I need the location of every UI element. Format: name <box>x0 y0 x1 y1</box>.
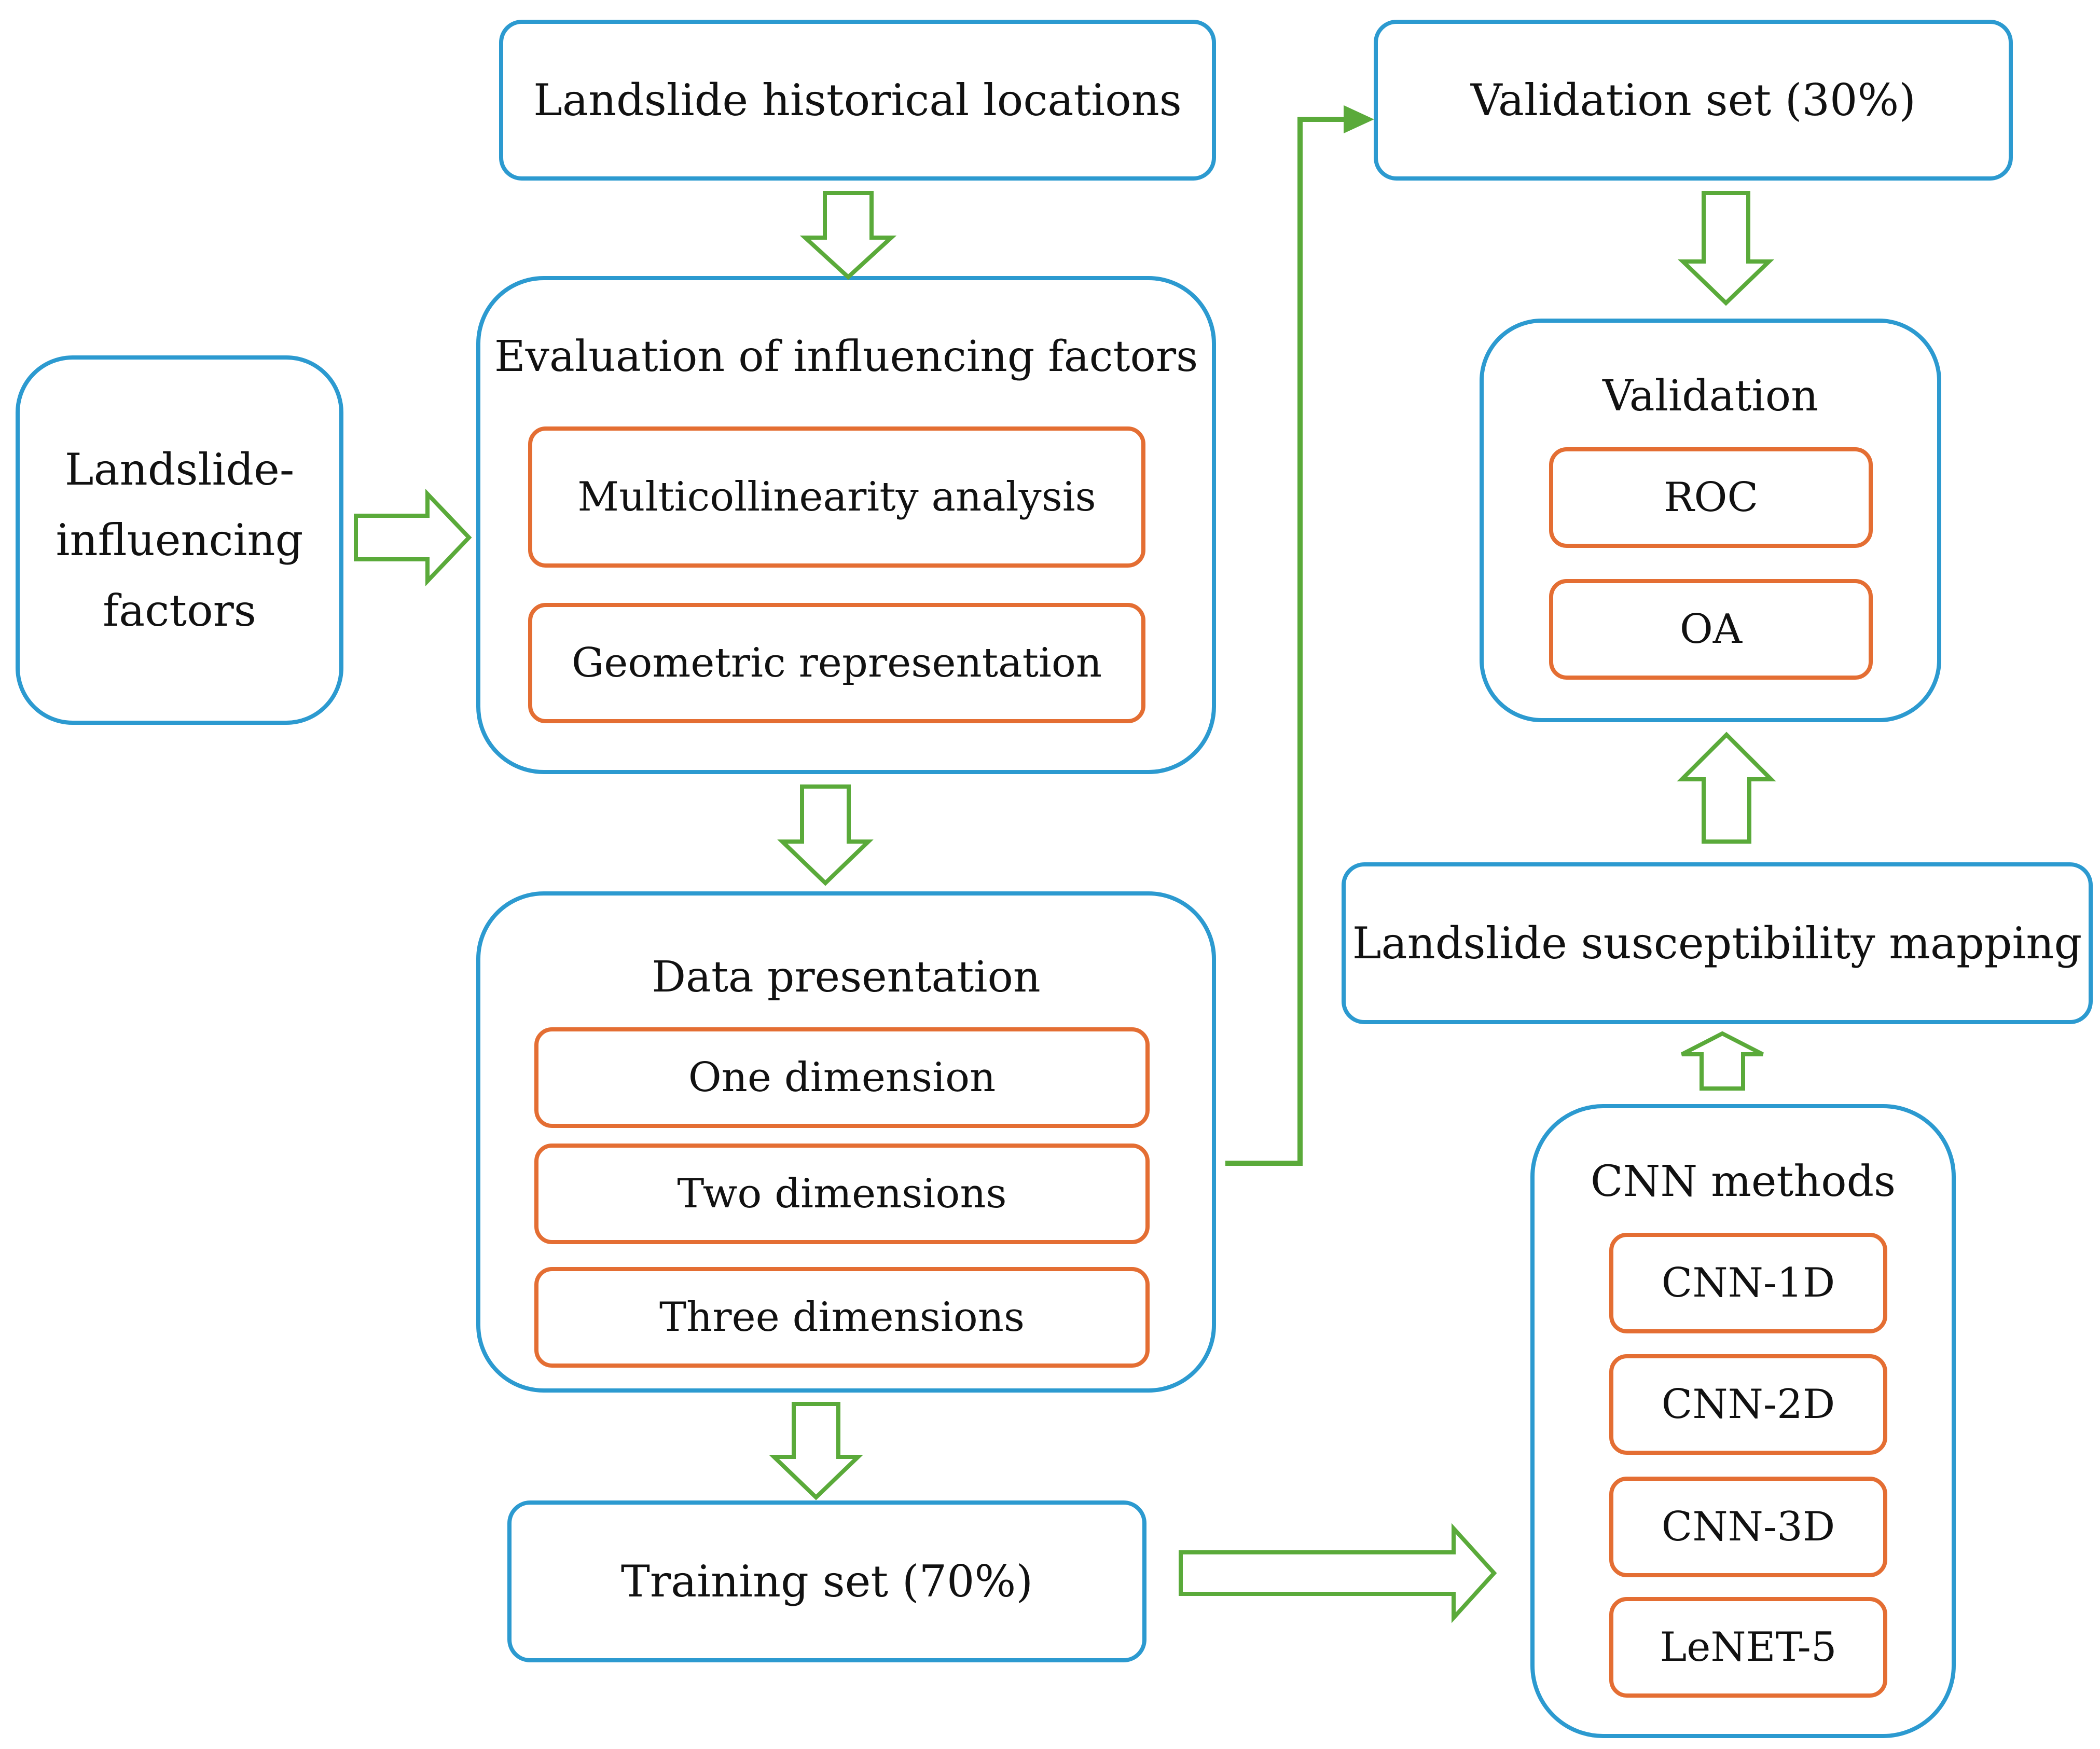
geometric-representation-box: Geometric representation <box>528 603 1145 723</box>
cnn-2d-box: CNN-2D <box>1609 1354 1887 1455</box>
arrow-training-to-cnn <box>1179 1523 1497 1623</box>
training-set-label: Training set (70%) <box>620 1556 1033 1607</box>
cnn-methods-box: CNN methods CNN-1D CNN-2D CNN-3D LeNET-5 <box>1530 1104 1956 1738</box>
validation-set-box: Validation set (30%) <box>1374 20 2013 181</box>
cnn-methods-title: CNN methods <box>1590 1157 1896 1206</box>
multicollinearity-box: Multicollinearity analysis <box>528 426 1145 568</box>
data-presentation-title: Data presentation <box>652 953 1041 1002</box>
two-dimensions-box: Two dimensions <box>534 1144 1150 1244</box>
connector-data-to-validation-set <box>1225 117 1346 1166</box>
arrow-cnn-to-mapping <box>1681 1031 1764 1091</box>
connector-arrowhead <box>1344 105 1374 134</box>
three-dimensions-box: Three dimensions <box>534 1267 1150 1368</box>
training-set-box: Training set (70%) <box>507 1500 1146 1662</box>
arrow-factors-to-evaluation <box>354 489 472 586</box>
cnn-3d-box: CNN-3D <box>1609 1477 1887 1577</box>
one-dimension-box: One dimension <box>534 1027 1150 1128</box>
lenet-5-box: LeNET-5 <box>1609 1597 1887 1698</box>
arrow-evaluation-to-data <box>777 784 874 886</box>
roc-box: ROC <box>1549 447 1873 548</box>
evaluation-box: Evaluation of influencing factors Multic… <box>476 276 1216 774</box>
influencing-factors-box: Landslide- influencing factors <box>16 355 343 725</box>
arrow-validation-set-to-validation <box>1678 191 1774 306</box>
arrow-historical-to-evaluation <box>799 191 897 280</box>
cnn-1d-box: CNN-1D <box>1609 1233 1887 1333</box>
susceptibility-mapping-label: Landslide susceptibility mapping <box>1352 918 2082 969</box>
influencing-factors-line-1: Landslide- <box>64 444 295 495</box>
oa-box: OA <box>1549 579 1873 680</box>
historical-locations-box: Landslide historical locations <box>499 20 1216 181</box>
influencing-factors-line-2: influencing <box>56 515 303 566</box>
susceptibility-mapping-box: Landslide susceptibility mapping <box>1342 862 2093 1024</box>
arrow-mapping-to-validation <box>1677 732 1776 844</box>
validation-set-label: Validation set (30%) <box>1470 75 1916 126</box>
influencing-factors-label: Landslide- influencing factors <box>20 360 339 721</box>
arrow-data-to-training <box>769 1402 863 1500</box>
data-presentation-box: Data presentation One dimension Two dime… <box>476 891 1216 1393</box>
validation-box: Validation ROC OA <box>1480 319 1941 722</box>
influencing-factors-line-3: factors <box>103 585 256 636</box>
validation-title: Validation <box>1602 371 1818 421</box>
evaluation-title: Evaluation of influencing factors <box>494 332 1198 381</box>
historical-locations-label: Landslide historical locations <box>533 75 1182 126</box>
